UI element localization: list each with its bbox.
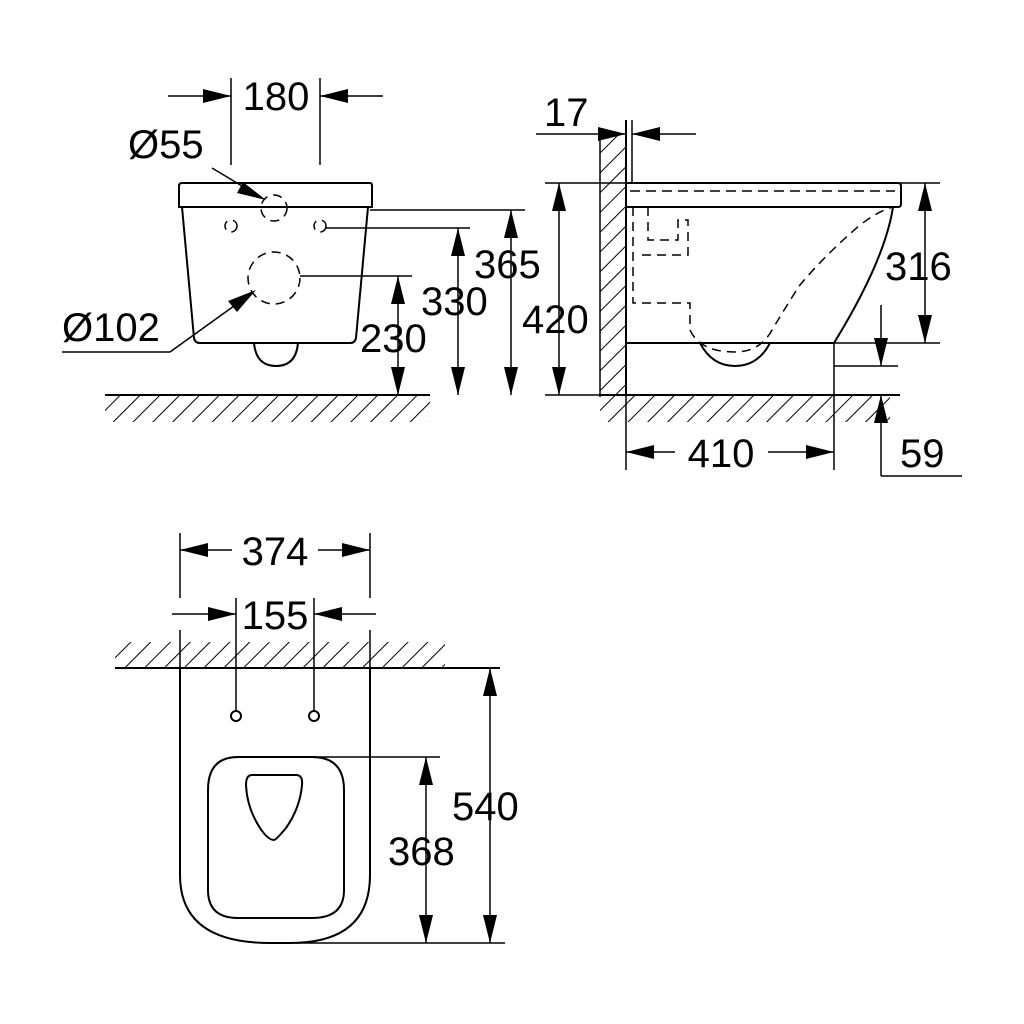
arrow [237,182,266,200]
dim-diameter-102: Ø102 [62,306,160,350]
dim-410: 410 [688,432,755,476]
dim-155: 155 [242,594,309,638]
dim-420: 420 [522,298,589,342]
arrow [632,127,660,141]
arrow [314,607,342,621]
arrow [391,367,405,395]
dim-540: 540 [452,785,519,829]
arrow [504,210,518,238]
front-view: 180 Ø55 Ø102 230 330 365 [62,75,541,422]
dim-230: 230 [360,317,427,361]
side-bowl [626,206,894,344]
top-view: 374 155 368 540 [115,530,519,944]
dim-365: 365 [474,243,541,287]
arrow [451,367,465,395]
arrow [552,183,566,211]
arrow [874,395,888,423]
front-bolt-hole-right [313,219,327,233]
arrow [228,290,256,312]
arrow [419,757,433,785]
arrow [451,228,465,256]
dim-59: 59 [900,432,945,476]
arrow [483,915,497,943]
side-seat [626,182,902,208]
arrow [203,89,231,103]
dim-17: 17 [544,91,589,135]
dim-374: 374 [242,530,309,574]
front-outlet-circle [247,251,301,305]
front-outlet [253,342,299,368]
top-seat [207,756,345,919]
side-outlet [699,342,771,368]
arrow [552,367,566,395]
arrow [180,543,208,557]
top-bolt-hole-right [308,710,320,722]
side-inner-dashed [632,206,894,353]
arrow [208,607,236,621]
side-inner-dashed-2 [636,207,689,256]
dim-368: 368 [388,830,455,874]
arrow [419,915,433,943]
arrow [806,445,834,459]
arrow [918,183,932,211]
arrow [626,445,654,459]
arrow [320,89,348,103]
arrow [598,127,626,141]
arrow [918,315,932,343]
front-floor-hatch [105,396,430,422]
arrow [391,276,405,304]
top-seat-opening [244,774,304,842]
arrow [342,543,370,557]
front-inlet-circle [260,194,288,222]
arrow [874,338,888,366]
dim-316: 316 [885,245,952,289]
top-bolt-hole-left [230,710,242,722]
top-wall-hatch [115,642,445,668]
dim-180: 180 [243,75,310,119]
front-toilet-body [178,182,373,344]
arrow [504,367,518,395]
arrow [483,668,497,696]
front-bolt-hole-left [224,219,238,233]
wall-hatch [600,135,626,397]
dim-diameter-55: Ø55 [128,123,204,167]
side-floor-hatch [600,396,890,422]
dim-330: 330 [421,280,488,324]
side-view: 17 420 316 59 410 [522,91,962,477]
